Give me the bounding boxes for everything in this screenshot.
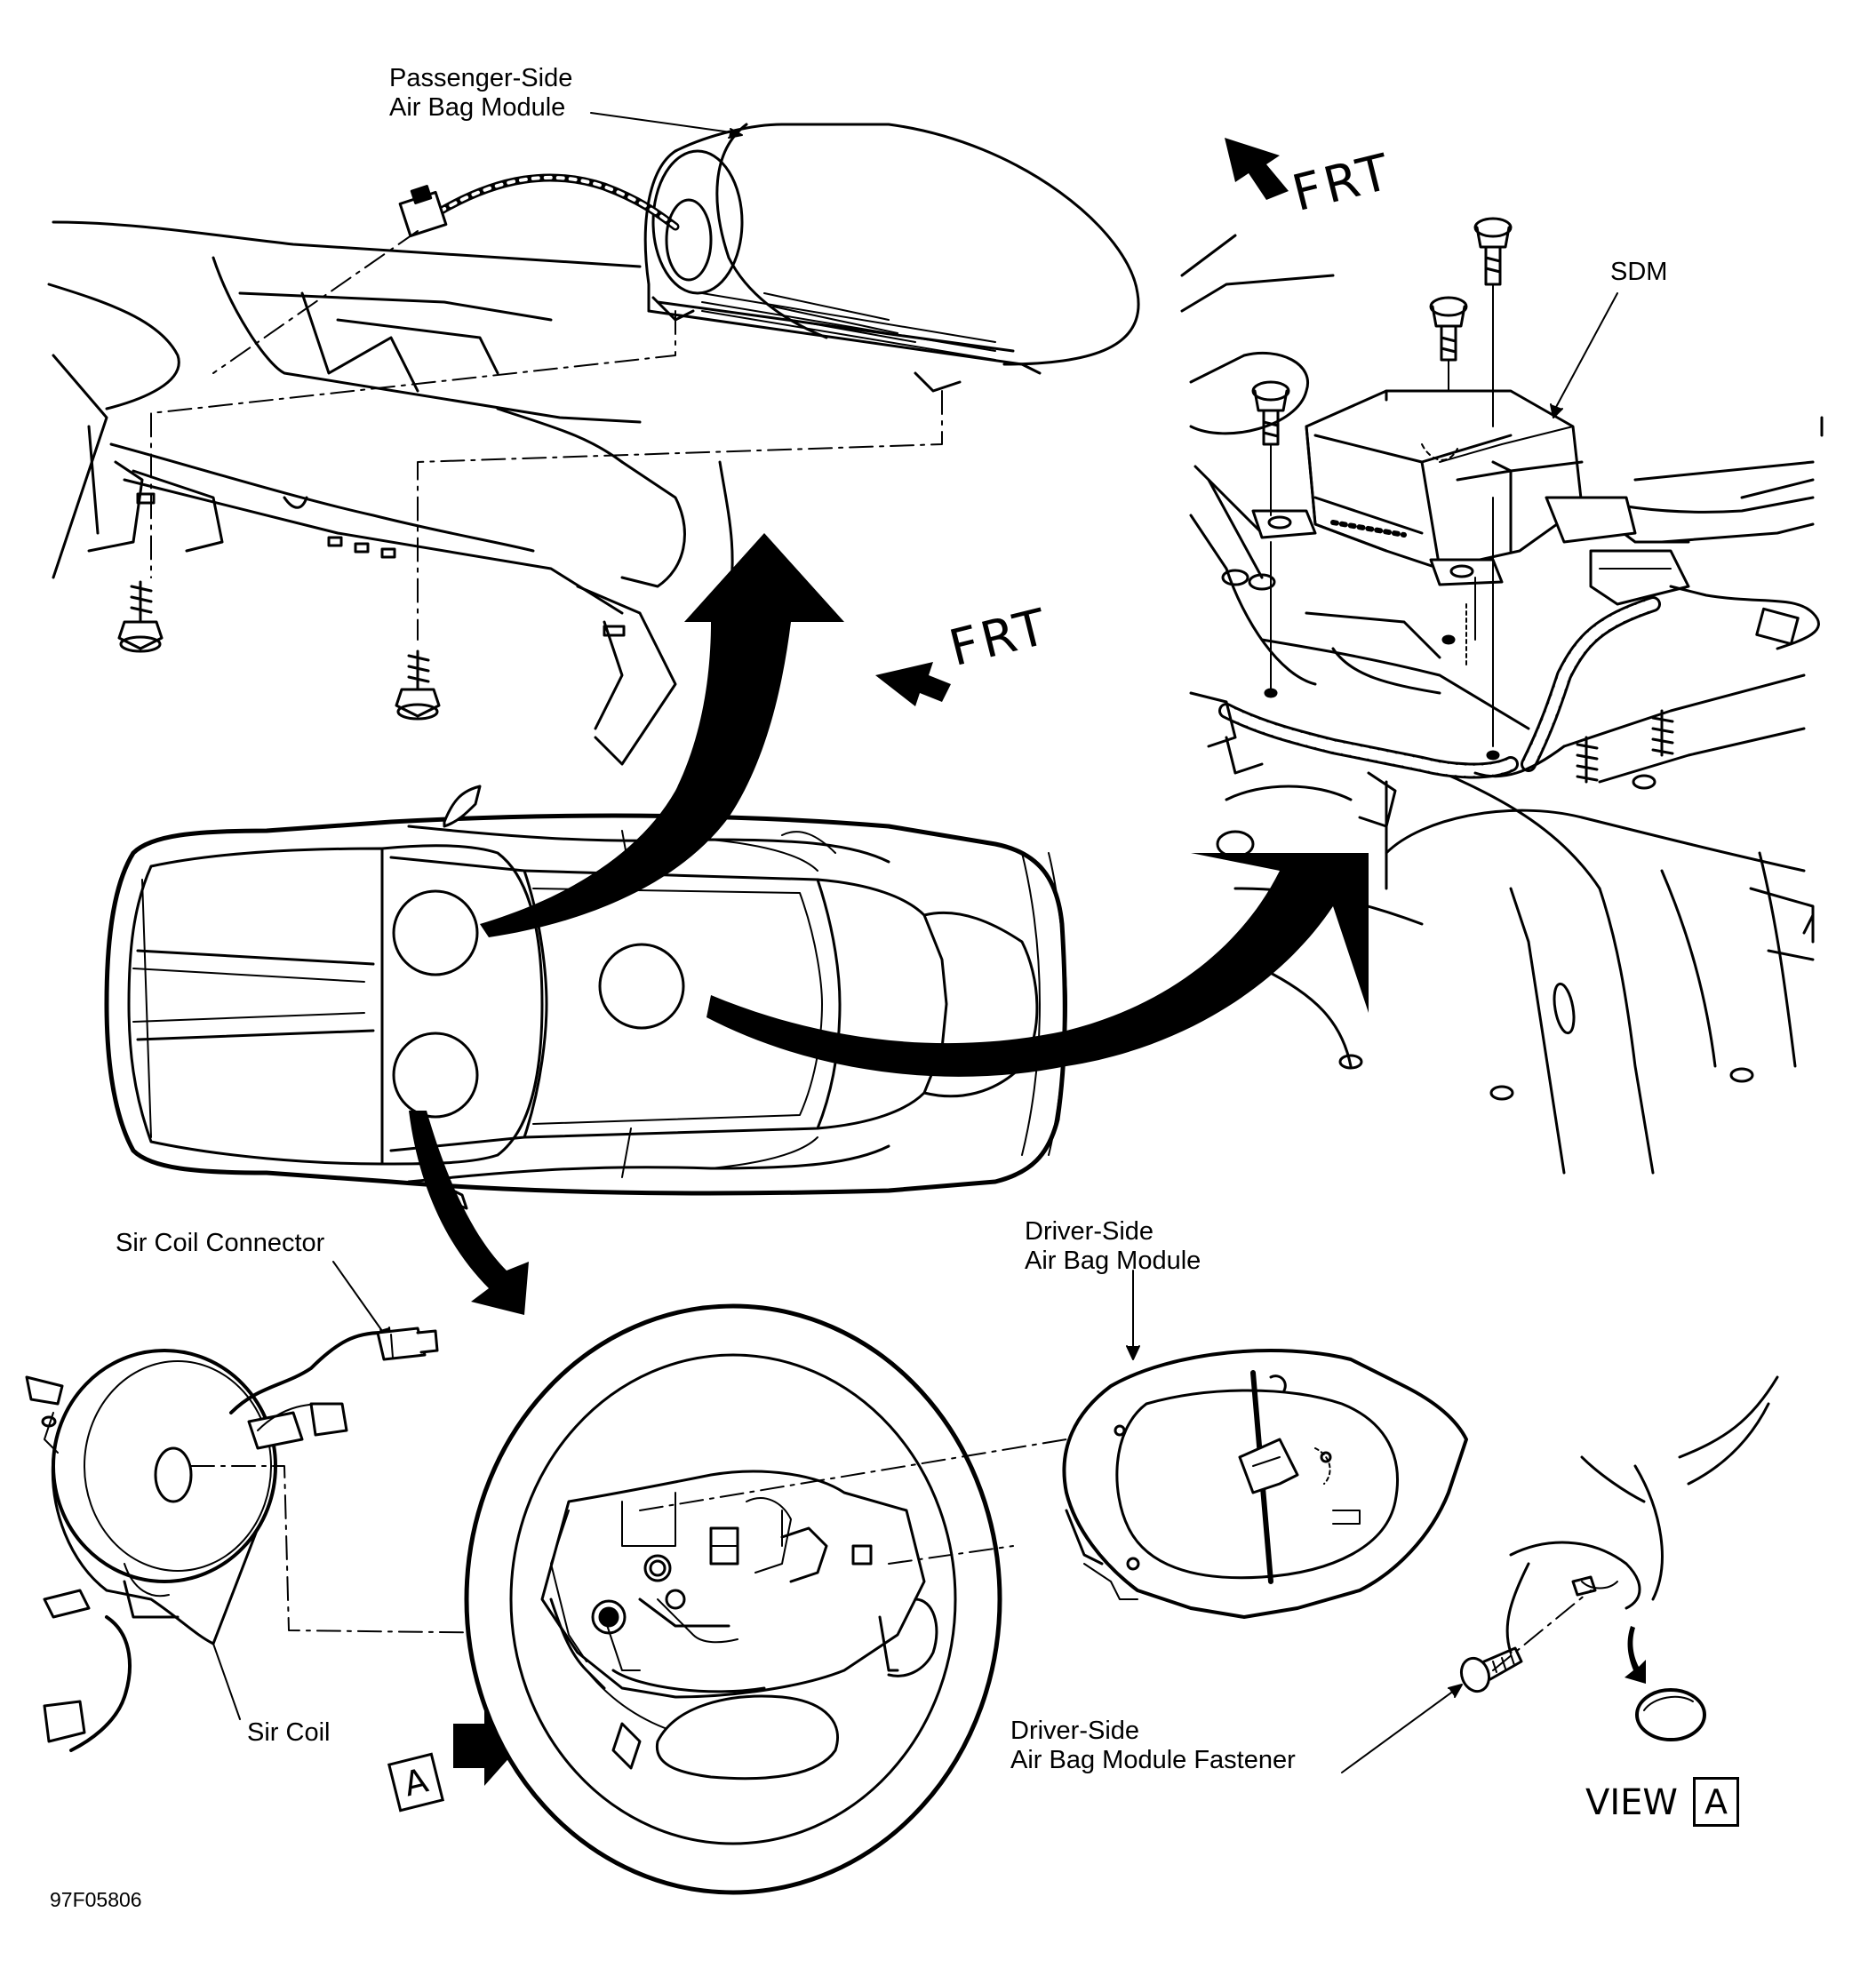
sdm-floor-assembly	[1180, 217, 1824, 1175]
bolt-icon	[1473, 217, 1513, 286]
driver-module-label-line2: Air Bag Module	[1025, 1247, 1201, 1275]
connector-icon	[376, 1327, 439, 1361]
figure-code: 97F05806	[50, 1888, 142, 1911]
sir-coil	[25, 1327, 667, 1752]
passenger-airbag-module	[643, 123, 1140, 393]
steering-wheel	[464, 1303, 1067, 1895]
driver-module-label: Driver-Side Air Bag Module	[1025, 1217, 1201, 1276]
fastener-label: Driver-Side Air Bag Module Fastener	[1010, 1717, 1296, 1775]
driver-airbag-module	[1062, 1349, 1468, 1619]
bolt-icon	[1459, 1646, 1523, 1693]
bolt-icon	[117, 580, 164, 653]
sdm-label: SDM	[1610, 258, 1668, 286]
driver-module-label-line1: Driver-Side	[1025, 1217, 1154, 1246]
fastener-label-line2: Air Bag Module Fastener	[1010, 1746, 1296, 1774]
passenger-module-label: Passenger-Side Air Bag Module	[389, 64, 572, 123]
bolt-icon	[395, 649, 441, 721]
arrow-icon	[409, 138, 1646, 1786]
car-top-view	[104, 785, 1067, 1210]
view-a-box: A	[1693, 1777, 1739, 1827]
view-label: VIEW	[1585, 1782, 1678, 1823]
passenger-module-label-line1: Passenger-Side	[389, 64, 573, 92]
sir-coil-label: Sir Coil	[247, 1718, 331, 1747]
sdm-module	[1251, 389, 1637, 586]
sdm-harness	[1189, 549, 1820, 828]
bolt-icon	[1251, 380, 1290, 446]
passenger-dash-assembly	[47, 123, 1140, 766]
bolt-icon	[1429, 296, 1468, 362]
passenger-harness	[398, 173, 680, 238]
view-a-fastener-area	[1459, 1375, 1779, 1741]
fastener-label-line1: Driver-Side	[1010, 1717, 1140, 1745]
leader-lines	[212, 112, 1618, 1773]
bolt-icon	[1576, 709, 1674, 784]
passenger-module-label-line2: Air Bag Module	[389, 93, 566, 122]
sir-coil-connector-label: Sir Coil Connector	[116, 1229, 325, 1257]
